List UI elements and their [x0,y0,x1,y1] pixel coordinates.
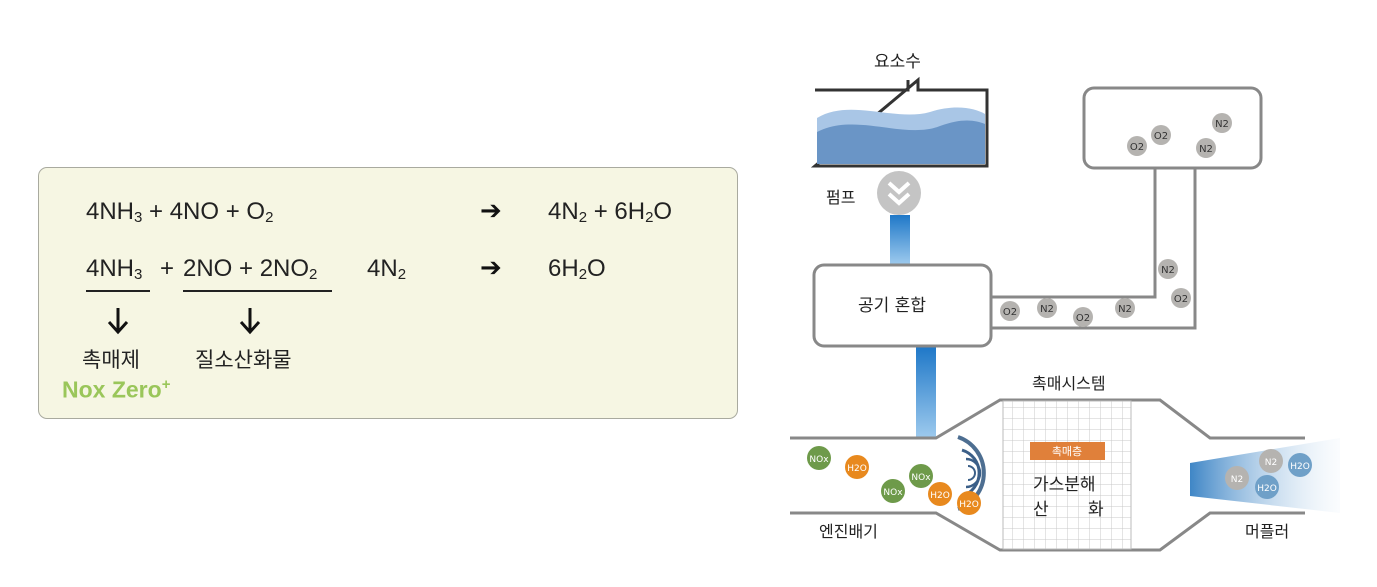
reaction-arrow-2: ➔ [480,253,502,283]
urea-feed-pipe [890,215,910,265]
gas-molecule-o2: O2 [1127,136,1147,156]
n2-molecule: N2 [1225,466,1249,490]
gas-molecule-n2: N2 [1115,298,1135,318]
nox-molecule: NOx [909,464,933,488]
h2o-outlet-molecule: H2O [1288,453,1312,477]
h2o-molecule: H2O [957,491,981,515]
pump-label: 펌프 [826,188,855,207]
equation-2-term-nox: 2NO + 2NO2 [183,255,318,283]
exhaust-label: 엔진배기 [819,522,878,541]
gas-molecule-o2: O2 [1151,125,1171,145]
catalyst-system-label: 촉매시스템 [1032,374,1106,393]
nitrogen-oxide-label: 질소산화물 [195,348,292,372]
air-mixing-box [812,263,993,348]
svg-text:O2: O2 [1130,142,1144,153]
gas-molecule-o2: O2 [1171,288,1191,308]
reaction-arrow-1: ➔ [480,196,502,226]
urea-tank [810,76,989,168]
pump-icon [877,171,921,215]
svg-text:O2: O2 [1076,313,1090,324]
svg-text:NOx: NOx [911,473,931,483]
equation-2-plus: + [160,255,175,282]
svg-text:H2O: H2O [1290,462,1310,472]
h2o-molecule: H2O [928,482,952,506]
underline-ammonia [86,290,150,292]
gas-molecule-n2: N2 [1196,138,1216,158]
svg-text:NOx: NOx [883,488,903,498]
oxidation-label-2: 화 [1088,500,1104,520]
svg-text:H2O: H2O [959,500,979,510]
urea-tank-label: 요소수 [874,52,921,72]
svg-text:N2: N2 [1199,144,1213,155]
svg-text:O2: O2 [1003,307,1017,318]
svg-text:N2: N2 [1040,304,1054,315]
svg-text:O2: O2 [1174,294,1188,305]
svg-text:H2O: H2O [1257,484,1277,494]
oxidation-label-1: 산 [1033,500,1049,520]
catalyst-layer-label: 촉매층 [1052,445,1082,458]
n2-molecule: N2 [1259,449,1283,473]
svg-text:N2: N2 [1231,475,1243,485]
gas-molecule-o2: O2 [1000,301,1020,321]
svg-text:H2O: H2O [847,464,867,474]
catalyst-grid [1002,400,1132,550]
h2o-molecule: H2O [845,455,869,479]
air-source-box [1082,86,1263,170]
muffler-label: 머플러 [1245,522,1289,541]
down-arrow-catalyst [107,308,129,335]
equation-1-lhs: 4NH3 + 4NO + O2 [86,198,274,226]
air-duct [991,168,1197,330]
svg-text:N2: N2 [1161,265,1175,276]
catalyst-label: 촉매제 [82,348,140,372]
svg-text:N2: N2 [1215,119,1229,130]
underline-nox [183,290,332,292]
down-arrow-nox [239,308,261,335]
equation-2-term-ammonia: 4NH3 [86,255,143,283]
svg-text:H2O: H2O [930,491,950,501]
gas-molecule-n2: N2 [1158,259,1178,279]
svg-text:N2: N2 [1118,304,1132,315]
h2o-outlet-molecule: H2O [1255,475,1279,499]
svg-text:NOx: NOx [809,455,829,465]
catalyst-housing [790,398,1305,552]
brand-logo: Nox Zero+ [62,376,171,403]
equation-2-term-nitrogen: 4N2 [367,255,407,283]
gas-molecule-n2: N2 [1037,298,1057,318]
gas-molecule-o2: O2 [1073,307,1093,327]
nox-molecule: NOx [881,479,905,503]
air-mixing-label: 공기 혼합 [858,296,926,316]
gas-molecule-n2: N2 [1212,113,1232,133]
injection-pipe [916,347,936,439]
decomposition-label: 가스분해 [1033,475,1096,495]
equation-2-rhs: 6H2O [548,255,606,283]
equation-1-rhs: 4N2 + 6H2O [548,198,673,226]
svg-text:N2: N2 [1265,458,1277,468]
reaction-equation-panel [38,167,738,419]
svg-text:O2: O2 [1154,131,1168,142]
catalyst-layer-tag [1030,442,1105,460]
nox-molecule: NOx [807,446,831,470]
